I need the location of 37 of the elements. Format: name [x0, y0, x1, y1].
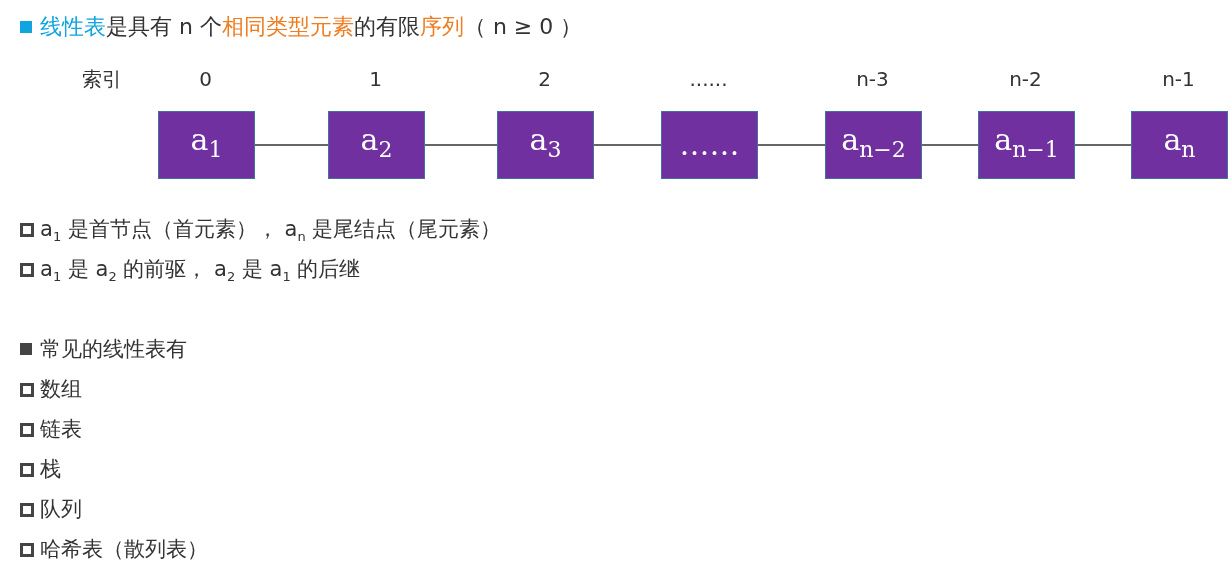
element-box — [158, 111, 255, 179]
element-label: a$_{1}$ — [190, 122, 223, 164]
index-label: 0 — [198, 66, 213, 92]
index-label: n-1 — [1161, 66, 1196, 92]
element-label: a$_{2}$ — [360, 122, 393, 164]
element-box — [978, 111, 1075, 179]
connector-line — [1074, 144, 1132, 146]
index-label: n-3 — [855, 66, 890, 92]
connector-line — [757, 144, 826, 146]
connector-line — [254, 144, 329, 146]
index-label: 2 — [537, 66, 552, 92]
element-label: a$_{3}$ — [529, 122, 562, 164]
element-label: …… — [679, 127, 740, 163]
index-label: 1 — [368, 66, 383, 92]
element-box — [497, 111, 594, 179]
connector-line — [424, 144, 498, 146]
bullet-text: 哈希表（散列表） — [40, 536, 208, 563]
element-label: a$_{n−1}$ — [994, 122, 1059, 164]
bullet-text: 链表 — [40, 416, 82, 443]
bullet-text: a$_{1}$ 是 a$_{2}$ 的前驱， a$_{2}$ 是 a$_{1}$ 的后继 — [40, 256, 361, 287]
element-label: a$_{n−2}$ — [841, 122, 906, 164]
index-label: ...... — [688, 66, 729, 92]
bullet-text: 队列 — [40, 496, 82, 523]
element-label: a$_{n}$ — [1163, 122, 1196, 164]
connector-line — [921, 144, 979, 146]
bullet-text: 栈 — [40, 456, 61, 483]
element-box — [328, 111, 425, 179]
slide-title: 线性表是具有 n 个相同类型元素的有限序列（ n ≥ 0 ） — [40, 13, 583, 41]
bullet-text: a$_{1}$ 是首节点（首元素）， a$_{n}$ 是尾结点（尾元素） — [40, 216, 502, 247]
index-label: n-2 — [1008, 66, 1043, 92]
element-box — [1131, 111, 1228, 179]
element-box — [661, 111, 758, 179]
element-box — [825, 111, 922, 179]
row-label: 索引 — [80, 66, 123, 92]
bullet-text: 常见的线性表有 — [40, 336, 187, 363]
bullet-text: 数组 — [40, 376, 82, 403]
connector-line — [593, 144, 662, 146]
